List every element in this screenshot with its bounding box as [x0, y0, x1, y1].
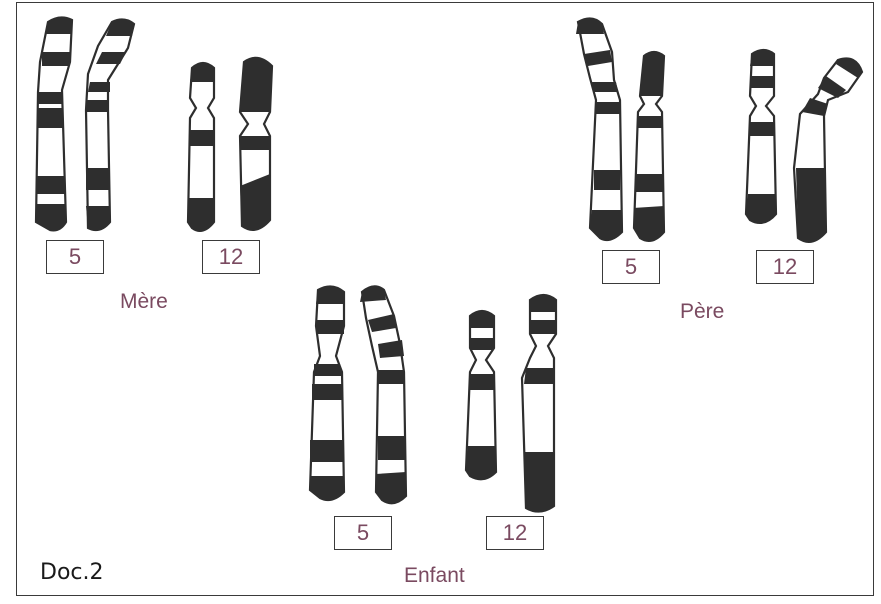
chromosome-enfant-12-a [466, 311, 496, 479]
enfant-chromosome-12-label: 12 [486, 516, 544, 550]
document-label: Doc.2 [40, 560, 104, 585]
pere-chromosome-12-label: 12 [756, 250, 814, 284]
pere-title: Père [680, 300, 724, 324]
chromosome-pere-12-a [746, 50, 776, 223]
chromosome-pere-12-b [794, 59, 862, 242]
chromosome-mere-12-b [240, 58, 272, 230]
chromosome-pere-5-b [634, 52, 664, 241]
chromosome-mere-5-a [36, 17, 72, 230]
enfant-title: Enfant [404, 564, 465, 588]
chromosome-enfant-12-b [522, 295, 556, 512]
chromosome-enfant-5-a [310, 286, 344, 500]
mere-chromosome-12-label: 12 [202, 240, 260, 274]
pere-chromosome-5-label: 5 [602, 250, 660, 284]
chromosome-enfant-5-b [360, 286, 406, 503]
chromosome-mere-12-a [188, 63, 214, 231]
chromosome-mere-5-b [86, 19, 134, 230]
mere-chromosome-5-label: 5 [46, 240, 104, 274]
chromosome-pere-5-a [576, 18, 622, 240]
enfant-chromosome-5-label: 5 [334, 516, 392, 550]
mere-title: Mère [120, 290, 168, 314]
